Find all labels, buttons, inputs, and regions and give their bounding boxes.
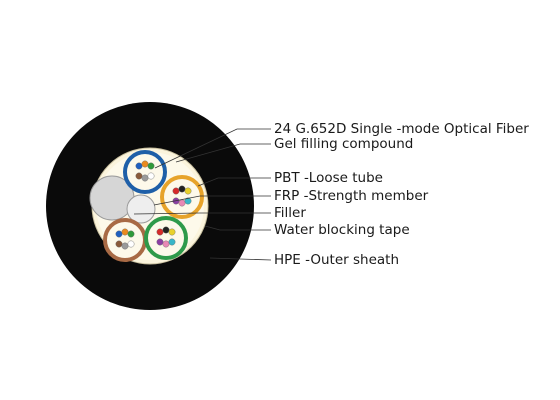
label-water-blocking-tape: Water blocking tape — [274, 222, 410, 238]
leader-line-loose-tube — [197, 177, 271, 187]
optical-fiber — [135, 162, 143, 170]
optical-fiber — [184, 197, 192, 205]
loose-tube-green — [144, 216, 188, 260]
optical-fiber — [162, 240, 170, 248]
optical-fiber — [147, 162, 155, 170]
frp-strength-member — [126, 194, 156, 224]
label-filler: Filler — [274, 205, 306, 221]
leader-line-fiber — [154, 128, 271, 169]
optical-fiber — [168, 238, 176, 246]
optical-fiber — [141, 160, 149, 168]
optical-fiber — [135, 172, 143, 180]
optical-fiber — [121, 242, 129, 250]
optical-fiber — [127, 230, 135, 238]
optical-fiber — [156, 228, 164, 236]
optical-fiber — [115, 230, 123, 238]
optical-fiber — [172, 187, 180, 195]
optical-fiber — [178, 185, 186, 193]
leader-line-sheath — [209, 257, 272, 261]
label-outer-sheath: HPE -Outer sheath — [274, 252, 400, 268]
loose-tube-orange — [160, 175, 204, 219]
leader-lines — [133, 128, 272, 261]
label-loose-tube: PBT -Loose tube — [274, 170, 383, 186]
optical-fiber — [168, 228, 176, 236]
label-strength-member: FRP -Strength member — [274, 188, 429, 204]
loose-tube-brown — [103, 218, 147, 262]
leader-line-gel — [175, 143, 271, 163]
optical-fiber — [162, 226, 170, 234]
leader-line-frp — [153, 195, 271, 206]
optical-fiber — [115, 240, 123, 248]
leader-line-tape — [204, 225, 271, 231]
optical-fiber — [141, 174, 149, 182]
optical-fiber — [121, 228, 129, 236]
optical-fiber — [156, 238, 164, 246]
optical-fiber — [184, 187, 192, 195]
optical-fiber — [178, 199, 186, 207]
loose-tube-blue — [123, 150, 167, 194]
optical-fiber — [127, 240, 135, 248]
leader-line-filler — [133, 212, 271, 215]
label-gel-filling: Gel filling compound — [274, 136, 414, 152]
optical-fiber — [147, 172, 155, 180]
label-optical-fiber: 24 G.652D Single -mode Optical Fiber — [274, 121, 529, 137]
